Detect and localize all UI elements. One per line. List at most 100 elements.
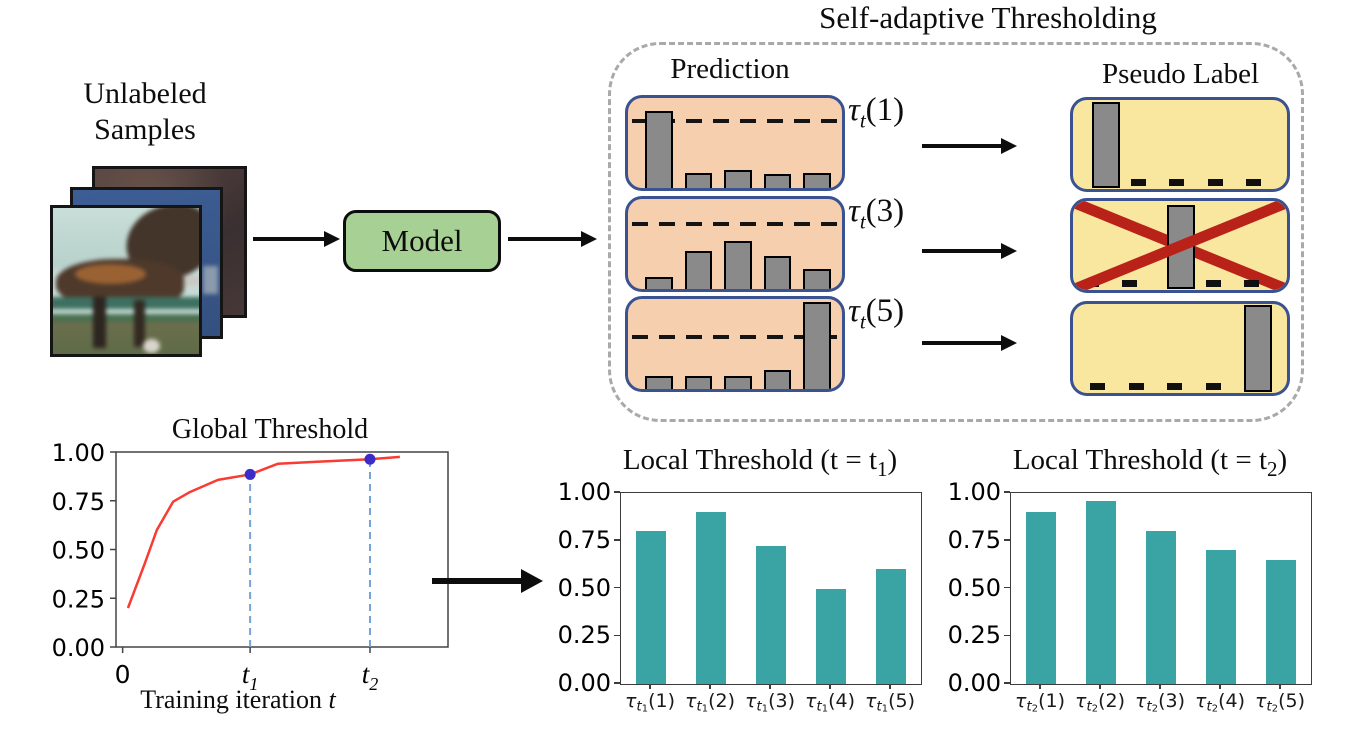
tick-tau: τ — [624, 690, 637, 712]
prediction-histogram-3 — [625, 296, 845, 392]
tick-subsub: 1 — [881, 703, 889, 715]
tick-arg: (2) — [708, 690, 736, 712]
x-tick-mark — [1219, 684, 1221, 689]
chart-title-post: ) — [887, 444, 898, 476]
scene-horse-back — [74, 263, 147, 285]
prediction-bar — [724, 169, 752, 188]
y-tick-mark — [1004, 491, 1010, 493]
unlabeled-samples-line1: Unlabeled — [83, 77, 207, 110]
tick-subsub: 2 — [1151, 703, 1159, 715]
tau-base: τ — [848, 193, 860, 229]
scene-ground — [53, 318, 199, 354]
sat-dashed-container — [608, 42, 1304, 422]
y-tick-label: 0.75 — [947, 525, 1001, 554]
zero-class-dash — [1090, 383, 1106, 390]
local-threshold-bar — [876, 569, 906, 684]
tau-arg: (1) — [865, 92, 905, 128]
local-threshold-chart-t1: Local Threshold (t = t1) 0.00 0.25 0.50 0.75… — [555, 440, 965, 739]
tick-arg: (1) — [1038, 690, 1066, 712]
tick-tau: τ — [1194, 690, 1207, 712]
tick-tau: τ — [1074, 690, 1087, 712]
prediction-bar — [724, 376, 752, 389]
y-tick-mark — [614, 586, 620, 589]
chart-title-post: ) — [1277, 444, 1288, 476]
x-tick-label: τt1(4) — [788, 690, 872, 715]
tick-sub: t — [816, 698, 822, 715]
threshold-value-label-2: τt(3) — [848, 193, 968, 235]
x-tick-mark — [649, 684, 651, 689]
pseudo-label: Pseudo Label — [1101, 58, 1260, 90]
zero-class-dash — [1083, 280, 1099, 287]
y-tick-label: 0.00 — [557, 669, 611, 697]
arrow-global-to-local — [432, 578, 522, 584]
local-threshold-bar — [1026, 512, 1056, 684]
zero-class-dash — [1246, 179, 1262, 186]
model-label: Model — [381, 223, 463, 258]
zero-class-dash — [1130, 179, 1146, 186]
x-tick-label: t1 — [242, 659, 259, 694]
arrow-prediction-to-pseudo-3 — [922, 341, 1002, 345]
threshold-dashed-line — [632, 222, 838, 227]
chart-title: Local Threshold (t = t1) — [580, 444, 940, 482]
zero-class-dash — [1205, 383, 1221, 390]
tick-subsub: 1 — [761, 703, 769, 715]
tick-arg: (4) — [828, 690, 856, 712]
pseudo-label-box-3 — [1070, 301, 1290, 396]
x-tick-label: τt1(5) — [848, 690, 932, 715]
tau-arg: (5) — [865, 293, 905, 329]
pseudo-label-bar — [1092, 102, 1120, 188]
local-threshold-bar — [1146, 531, 1176, 684]
x-tick-mark — [1279, 684, 1281, 689]
threshold-dashed-line — [632, 118, 838, 123]
tick-sub: t — [1086, 698, 1092, 715]
x-tick-mark — [829, 684, 831, 689]
tick-sub: t — [696, 698, 702, 715]
x-tick-label: τt2(4) — [1178, 690, 1262, 715]
y-tick-label: 0.25 — [557, 621, 611, 650]
tau-sub: t — [859, 309, 866, 334]
y-tick-label: 0.00 — [52, 634, 105, 662]
y-tick-mark — [1004, 682, 1010, 684]
tick-subsub: 2 — [1091, 703, 1099, 715]
local-threshold-bar — [636, 531, 666, 684]
y-tick-label: 0.50 — [52, 537, 105, 565]
chart-title: Local Threshold (t = t2) — [970, 444, 1330, 482]
y-tick-label: 0.75 — [557, 525, 611, 554]
local-threshold-bar — [816, 588, 846, 684]
prediction-bar — [684, 173, 713, 188]
chart-title: Global Threshold — [172, 414, 368, 445]
arrow-prediction-to-pseudo-1 — [922, 144, 1002, 148]
plot-area — [620, 492, 922, 685]
prediction-bar — [645, 111, 673, 188]
tick-arg: (2) — [1098, 690, 1126, 712]
local-threshold-bar — [1266, 559, 1296, 684]
x-axis-label-text: Training iteration — [140, 685, 328, 714]
scene-horse-hoof — [143, 338, 161, 353]
zero-class-dash — [1128, 383, 1144, 390]
y-tick-label: 1.00 — [557, 478, 611, 506]
tick-tau: τ — [1014, 690, 1027, 712]
x-tick-main: t — [362, 659, 371, 689]
x-tick-label: τt1(1) — [608, 690, 692, 715]
tick-arg: (5) — [1278, 690, 1306, 712]
x-tick-label: τt2(2) — [1058, 690, 1142, 715]
y-tick-mark — [614, 491, 620, 493]
x-axis-label: Training iteration t — [140, 685, 336, 714]
x-tick-mark — [1159, 684, 1161, 689]
tick-sub: t — [876, 698, 882, 715]
pseudo-label-bar — [1167, 204, 1195, 289]
prediction-bar — [684, 376, 713, 389]
y-tick-label: 0.50 — [557, 573, 611, 602]
tick-subsub: 1 — [701, 703, 709, 715]
x-tick-label: 0 — [115, 660, 131, 689]
marker-dot — [364, 453, 376, 465]
tick-sub: t — [1026, 698, 1032, 715]
tick-subsub: 1 — [641, 703, 649, 715]
unlabeled-samples-line2: Samples — [94, 113, 196, 146]
tick-tau: τ — [1134, 690, 1147, 712]
scene-green-rail-2 — [53, 313, 199, 322]
prediction-bar — [645, 277, 673, 289]
threshold-dashed-line — [632, 335, 838, 339]
tau-sub: t — [859, 209, 866, 234]
